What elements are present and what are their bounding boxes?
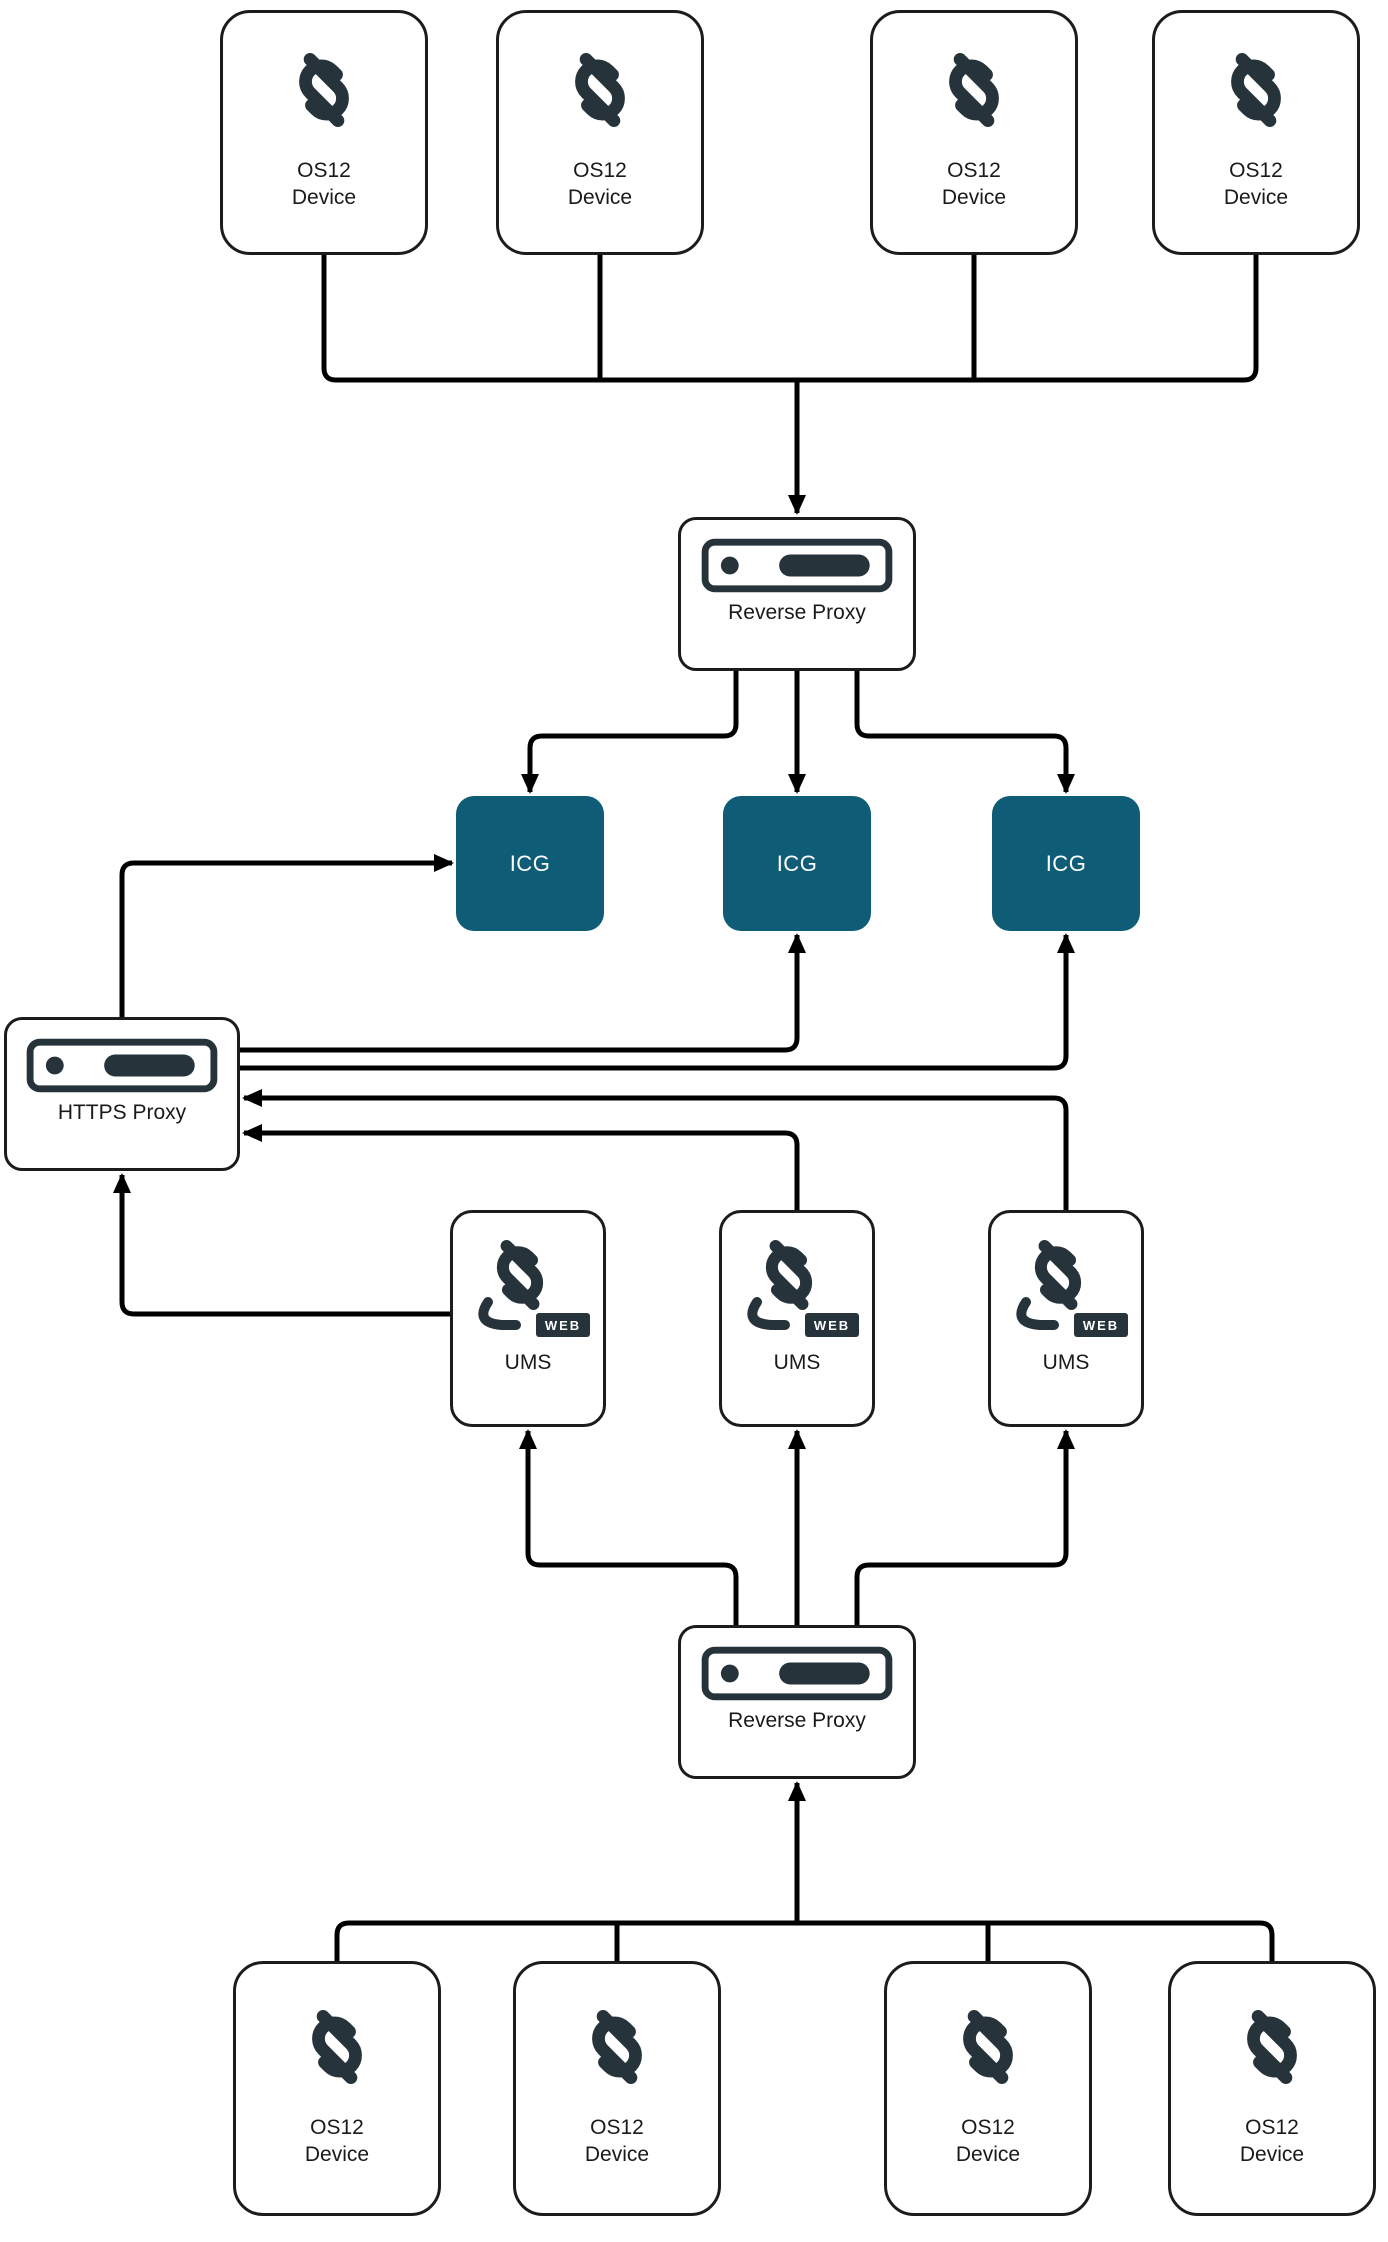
device-label: OS12 Device (584, 2116, 650, 2167)
ums-web-logo-icon: WEB (996, 1227, 1136, 1347)
os12-device-node: OS12 Device (220, 10, 428, 255)
reverse-proxy-label: Reverse Proxy (728, 1709, 866, 1732)
device-label: OS12 Device (567, 159, 633, 210)
edge-rp-to-icg3 (854, 671, 1075, 794)
icg-label: ICG (509, 850, 551, 876)
web-badge-label: WEB (814, 1318, 850, 1333)
https-proxy-label: HTTPS Proxy (57, 1101, 187, 1124)
igel-os12-logo-icon (541, 31, 659, 149)
edge-rp2-to-ums3 (854, 1429, 1075, 1625)
device-label: OS12 Device (291, 159, 357, 210)
ums-label: UMS (504, 1351, 552, 1374)
server-icon (26, 1038, 218, 1093)
device-label: OS12 Device (1239, 2116, 1305, 2167)
icg-node: ICG (992, 796, 1140, 931)
web-badge (1074, 1313, 1128, 1337)
web-badge-label: WEB (545, 1318, 581, 1333)
edge-httpsproxy-to-icg1 (119, 854, 454, 1017)
os12-device-node: OS12 Device (1152, 10, 1360, 255)
web-badge (536, 1313, 590, 1337)
igel-os12-logo-icon (929, 1988, 1047, 2106)
igel-os12-logo-icon (558, 1988, 676, 2106)
device-label: OS12 Device (304, 2116, 370, 2167)
os12-device-node: OS12 Device (513, 1961, 721, 2216)
device-label: OS12 Device (1223, 159, 1289, 210)
device-label: OS12 Device (941, 159, 1007, 210)
web-badge (805, 1313, 859, 1337)
server-icon (701, 538, 893, 593)
igel-os12-logo-icon (915, 31, 1033, 149)
ums-label: UMS (1042, 1351, 1090, 1374)
ums-web-logo-icon: WEB (458, 1227, 598, 1347)
igel-os12-logo-icon (1197, 31, 1315, 149)
ums-label: UMS (773, 1351, 821, 1374)
edge-httpsproxy-to-icg3 (240, 933, 1075, 1071)
icg-label: ICG (1045, 850, 1087, 876)
reverse-proxy-label: Reverse Proxy (728, 601, 866, 624)
os12-device-node: OS12 Device (496, 10, 704, 255)
igel-os12-logo-icon (1213, 1988, 1331, 2106)
os12-device-node: OS12 Device (884, 1961, 1092, 2216)
edge-ums2-to-httpsproxy (242, 1124, 800, 1210)
ums-node: WEB UMS (719, 1210, 875, 1427)
edge-ums3-to-httpsproxy (242, 1089, 1069, 1210)
https-proxy-node: HTTPS Proxy (4, 1017, 240, 1171)
reverse-proxy-top-node: Reverse Proxy (678, 517, 916, 671)
server-icon (701, 1646, 893, 1701)
igel-os12-logo-icon (278, 1988, 396, 2106)
device-label: OS12 Device (955, 2116, 1021, 2167)
os12-device-node: OS12 Device (870, 10, 1078, 255)
edge-rp2-to-ums1 (519, 1429, 739, 1625)
icg-label: ICG (776, 850, 818, 876)
web-badge-label: WEB (1083, 1318, 1119, 1333)
os12-device-node: OS12 Device (233, 1961, 441, 2216)
edge-bottomdevices-merge (334, 1920, 1275, 1961)
reverse-proxy-bottom-node: Reverse Proxy (678, 1625, 916, 1779)
icg-node: ICG (723, 796, 871, 931)
ums-node: WEB UMS (988, 1210, 1144, 1427)
igel-os12-logo-icon (265, 31, 383, 149)
edge-rp-to-icg1 (521, 671, 739, 794)
edge-ums1-to-httpsproxy (113, 1173, 450, 1317)
icg-node: ICG (456, 796, 604, 931)
edge-httpsproxy-to-icg2 (240, 933, 806, 1053)
ums-web-logo-icon: WEB (727, 1227, 867, 1347)
os12-device-node: OS12 Device (1168, 1961, 1376, 2216)
ums-node: WEB UMS (450, 1210, 606, 1427)
edge-topdevices-merge (321, 255, 1259, 383)
